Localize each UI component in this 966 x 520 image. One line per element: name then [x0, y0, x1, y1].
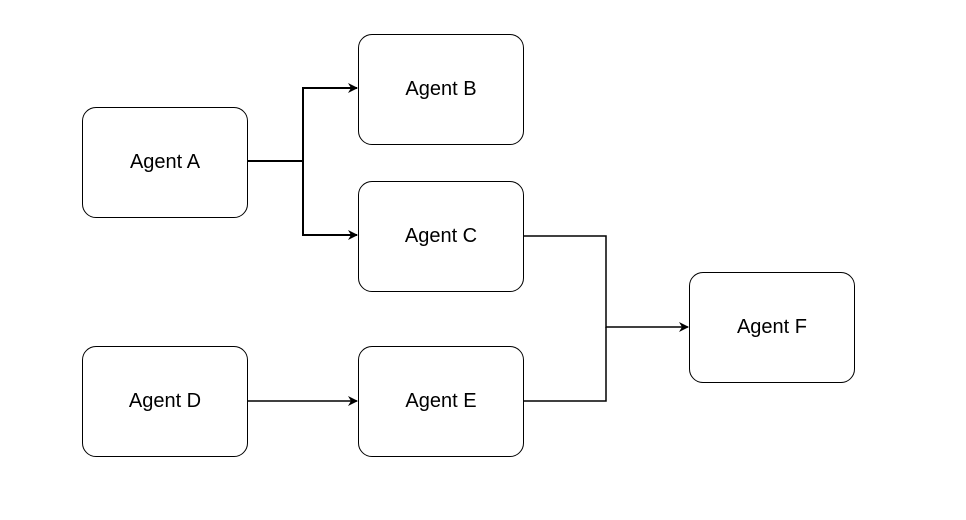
node-agent-e: Agent E — [358, 346, 524, 457]
node-label: Agent B — [405, 78, 477, 100]
edge-a-to-c — [302, 161, 358, 240]
node-label: Agent A — [129, 151, 201, 173]
edge-c-to-f — [524, 235, 689, 332]
node-agent-d: Agent D — [82, 346, 248, 457]
node-label: Agent F — [736, 316, 808, 338]
node-label: Agent E — [405, 390, 477, 412]
edge-e-to-f — [524, 327, 607, 402]
node-label: Agent C — [404, 225, 478, 247]
edge-a-to-b — [248, 83, 358, 162]
node-agent-b: Agent B — [358, 34, 524, 145]
node-agent-a: Agent A — [82, 107, 248, 218]
node-agent-f: Agent F — [689, 272, 855, 383]
node-agent-c: Agent C — [358, 181, 524, 292]
node-label: Agent D — [128, 390, 202, 412]
